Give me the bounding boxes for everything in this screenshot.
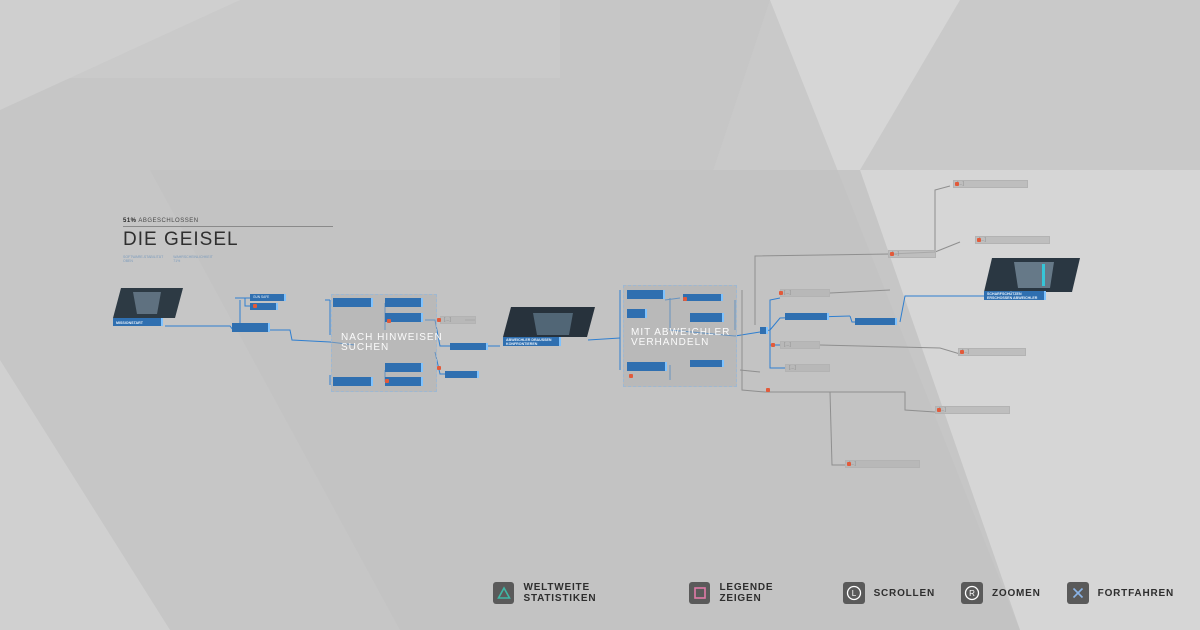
zone-hinweise (331, 294, 437, 392)
node-c5[interactable] (385, 363, 423, 372)
locked-icon (960, 350, 964, 354)
locked-icon (385, 379, 389, 383)
square-key (688, 582, 711, 604)
continue-label: FORTFAHREN (1097, 587, 1174, 599)
zone-verhandeln-line1: MIT ABWEICHLER (631, 327, 731, 338)
subinfo-stability-value: OBEN (123, 259, 133, 263)
locked-icon (977, 238, 981, 242)
zoom-button[interactable]: R ZOOMEN (960, 582, 1041, 604)
ghost-node-5[interactable]: [...] (780, 289, 830, 297)
ghost-node-10[interactable]: [...] (845, 460, 920, 468)
locked-icon (437, 366, 441, 370)
ghost-node-7[interactable]: [...] (958, 348, 1026, 356)
locked-icon (890, 252, 894, 256)
r-stick-key: R (960, 582, 983, 604)
node-f1[interactable] (785, 313, 829, 320)
locked-icon (766, 388, 770, 392)
chapter-subinfo: SOFTWARE-STABILITÄT OBEN WAHRSCHEINLICHK… (123, 255, 333, 263)
cross-icon (1072, 587, 1083, 599)
scharfschuetzen-thumbnail[interactable] (984, 258, 1080, 292)
node-a2[interactable] (250, 303, 278, 310)
header-rule (123, 226, 333, 227)
node-missionsstart[interactable]: MISSIONSTART (113, 318, 163, 326)
scroll-button[interactable]: L SCROLLEN (842, 582, 935, 604)
zone-verhandeln-label: MIT ABWEICHLER VERHANDELN (631, 328, 730, 348)
subinfo-stability-label: SOFTWARE-STABILITÄT (123, 255, 164, 259)
locked-icon (847, 462, 851, 466)
locked-icon (779, 291, 783, 295)
node-b1[interactable] (232, 323, 270, 332)
node-e6[interactable] (627, 309, 647, 318)
locked-icon (253, 304, 257, 308)
node-e5[interactable] (690, 360, 724, 367)
r-stick-icon: R (964, 585, 980, 601)
node-e4[interactable] (627, 362, 667, 371)
global-stats-button[interactable]: WELTWEITE STATISTIKEN (493, 582, 663, 604)
ghost-node-9[interactable]: [...] (935, 406, 1010, 414)
zone-verhandeln-line2: VERHANDELN (631, 337, 710, 348)
node-c3[interactable] (385, 313, 423, 322)
locked-icon (387, 319, 391, 323)
subinfo-probability-value: 71% (173, 259, 181, 263)
locked-icon (629, 374, 633, 378)
node-c4[interactable] (333, 377, 373, 386)
node-f2[interactable] (855, 318, 897, 325)
completion-text: 51% ABGESCHLOSSEN (123, 218, 333, 224)
ghost-node-6[interactable]: [...] (780, 341, 820, 349)
node-c1[interactable] (333, 298, 373, 307)
chapter-header: 51% ABGESCHLOSSEN DIE GEISEL SOFTWARE-ST… (123, 218, 333, 263)
completion-percent: 51% (123, 218, 137, 224)
l-stick-icon: L (846, 585, 861, 601)
zone-hinweise-line1: NACH HINWEISEN (341, 332, 443, 343)
node-d2[interactable] (445, 371, 479, 378)
l-stick-key: L (842, 582, 865, 604)
ghost-node-3[interactable]: [...] (975, 236, 1050, 244)
global-stats-label: WELTWEITE STATISTIKEN (523, 582, 597, 604)
subinfo-probability: WAHRSCHEINLICHKEIT 71% (173, 255, 213, 263)
node-e1[interactable] (627, 290, 665, 299)
ghost-node-8[interactable]: [...] (785, 364, 830, 372)
locked-icon (771, 343, 775, 347)
node-e2[interactable] (683, 294, 723, 301)
show-legend-button[interactable]: LEGENDE ZEIGEN (688, 582, 817, 604)
zone-hinweise-line2: SUCHEN (341, 342, 390, 353)
show-legend-label: LEGENDE ZEIGEN (719, 582, 774, 604)
node-c2[interactable] (385, 298, 423, 307)
node-f3[interactable] (760, 327, 768, 334)
ghost-node-2[interactable]: [...] (953, 180, 1028, 188)
square-icon (693, 587, 706, 599)
footer-controls: WELTWEITE STATISTIKEN LEGENDE ZEIGEN L S… (493, 580, 1200, 606)
locked-icon (937, 408, 941, 412)
subinfo-stability: SOFTWARE-STABILITÄT OBEN (123, 255, 163, 263)
scroll-label: SCROLLEN (873, 587, 935, 599)
abweichler-draussen-thumbnail[interactable] (503, 307, 595, 337)
node-a1[interactable]: GUN SAFE (250, 294, 286, 301)
subinfo-probability-label: WAHRSCHEINLICHKEIT (173, 255, 213, 259)
zoom-label: ZOOMEN (991, 587, 1041, 599)
node-c6[interactable] (385, 377, 423, 386)
chapter-title: DIE GEISEL (123, 229, 239, 250)
completion-label: ABGESCHLOSSEN (138, 218, 199, 224)
locked-icon (683, 297, 687, 301)
cross-key (1066, 582, 1089, 604)
node-scharfschuetzen[interactable]: SCHARFSCHÜTZEN ERSCHOSSEN ABWEICHLER (984, 291, 1046, 300)
node-e3[interactable] (690, 313, 724, 322)
ghost-node-1[interactable]: [...] (440, 316, 476, 324)
node-d1[interactable] (450, 343, 488, 350)
locked-icon (955, 182, 959, 186)
svg-text:L: L (851, 589, 856, 598)
missionsstart-thumbnail[interactable] (113, 288, 183, 318)
node-abweichler-draussen[interactable]: ABWEICHLER DRAUSSEN KONFRONTIEREN (503, 337, 561, 346)
ghost-node-4[interactable]: [...] (888, 250, 936, 258)
continue-button[interactable]: FORTFAHREN (1066, 582, 1174, 604)
triangle-icon (496, 586, 511, 599)
zone-hinweise-label: NACH HINWEISEN SUCHEN (341, 333, 443, 353)
svg-text:R: R (969, 589, 975, 598)
locked-icon (437, 318, 441, 322)
triangle-key (493, 582, 515, 604)
